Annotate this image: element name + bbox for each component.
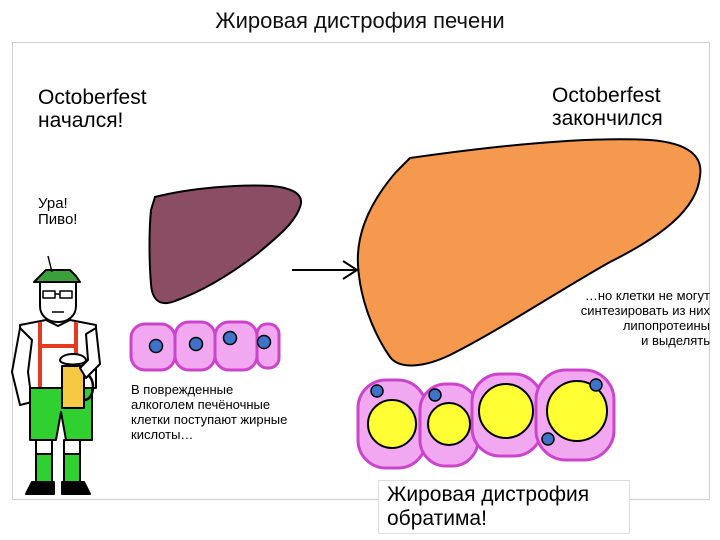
arrow — [292, 260, 359, 280]
label-cells-cannot-secrete: …но клетки не могут синтезировать из них… — [580, 288, 710, 348]
healthy-liver — [148, 184, 303, 305]
label-fest-started: Octoberfest начался! — [38, 86, 147, 132]
fatty-liver — [356, 138, 702, 367]
label-hurray-beer: Ура! Пиво! — [38, 195, 78, 228]
label-fatty-acids-enter: В поврежденные алкоголем печёночные клет… — [131, 382, 288, 442]
healthy-cell-row — [129, 320, 281, 372]
label-reversible: Жировая дистрофия обратима! — [378, 480, 630, 534]
fatty-cell-row — [356, 368, 616, 470]
slide-title: Жировая дистрофия печени — [215, 8, 505, 33]
bavarian-man — [11, 255, 101, 495]
label-fest-ended: Octoberfest закончился — [552, 84, 663, 130]
